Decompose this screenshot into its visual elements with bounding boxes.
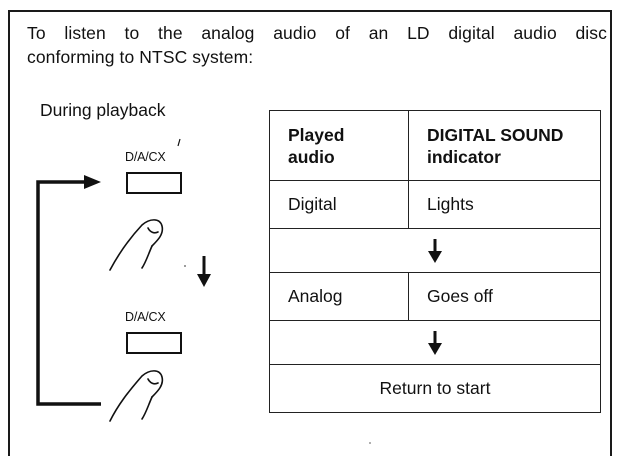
table-row <box>269 320 601 365</box>
d-a-cx-button[interactable] <box>126 172 182 194</box>
table-row: Analog Goes off <box>269 272 601 321</box>
loop-arrow-icon <box>36 175 101 406</box>
tick-mark <box>177 138 181 147</box>
indicator-cell: Goes off <box>408 272 601 321</box>
sequence-table: Played audio DIGITAL SOUND indicator Dig… <box>269 110 601 413</box>
section-frame <box>8 10 612 456</box>
header-line: indicator <box>427 146 501 167</box>
speck <box>369 442 371 444</box>
instruction-heading: To listen to the analog audio of an LD d… <box>27 21 607 69</box>
button-label: D/A/CX <box>125 150 166 164</box>
context-label: During playback <box>40 100 166 120</box>
table-row <box>269 228 601 273</box>
played-audio-cell: Digital <box>269 180 409 229</box>
d-a-cx-button[interactable] <box>126 332 182 354</box>
finger-press-icon <box>109 370 164 422</box>
header-line: DIGITAL SOUND <box>427 124 564 145</box>
table-row: Return to start <box>269 364 601 413</box>
heading-line-1: To listen to the analog audio of an LD d… <box>27 23 607 43</box>
speck <box>184 265 186 267</box>
table-row: Digital Lights <box>269 180 601 229</box>
column-header: DIGITAL SOUND indicator <box>408 110 601 181</box>
finger-press-icon <box>109 219 164 271</box>
played-audio-cell: Analog <box>269 272 409 321</box>
return-to-start-cell: Return to start <box>269 364 601 413</box>
arrow-down-icon <box>428 330 442 355</box>
button-label: D/A/CX <box>125 310 166 324</box>
arrow-down-icon <box>428 238 442 263</box>
column-header: Played audio <box>269 110 409 181</box>
header-line: audio <box>288 146 335 167</box>
arrow-down-icon <box>197 256 211 287</box>
arrow-cell <box>269 228 601 273</box>
table-header-row: Played audio DIGITAL SOUND indicator <box>269 110 601 181</box>
arrow-cell <box>269 320 601 365</box>
heading-line-2: conforming to NTSC system: <box>27 47 254 67</box>
header-line: Played <box>288 124 345 145</box>
indicator-cell: Lights <box>408 180 601 229</box>
